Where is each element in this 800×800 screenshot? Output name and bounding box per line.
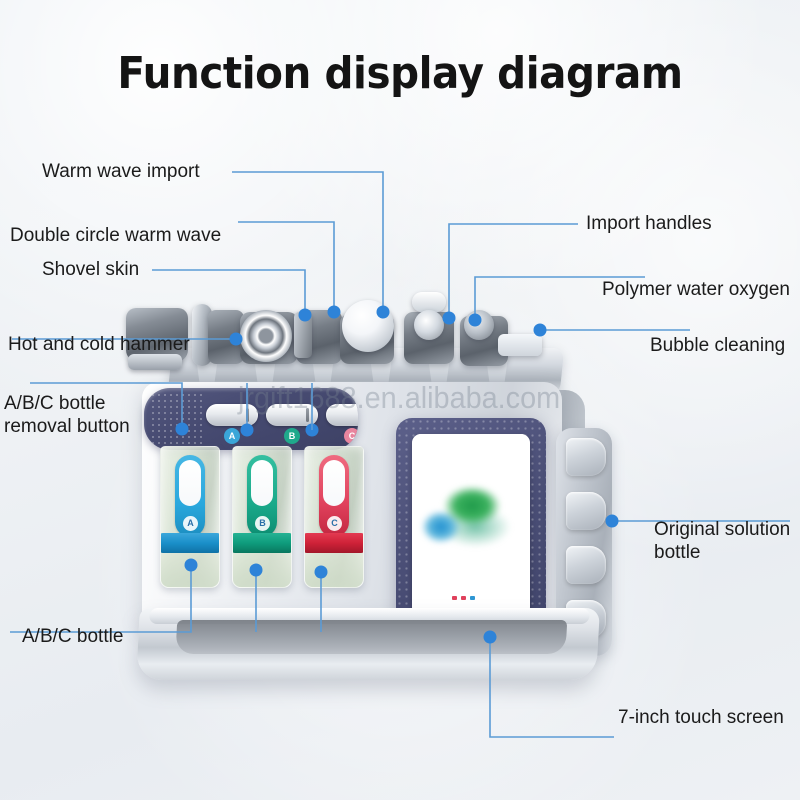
rack-slot[interactable] [566,492,606,530]
bottle-badge-c: C [327,516,342,531]
callout-label-seven-inch-touch-screen: 7-inch touch screen [618,707,784,728]
bottle-removal-button-c[interactable] [326,404,358,426]
rack-slot[interactable] [566,438,606,476]
bottle-liquid [233,547,291,587]
callout-label-warm-wave-import: Warm wave import [42,161,200,182]
bottle-liquid [305,547,363,587]
device-base-tray [136,608,600,680]
touch-screen-display[interactable] [412,434,530,616]
bottle-label-wave [251,460,273,506]
bottle-liquid [161,547,219,587]
bottle-ring-a [161,533,219,553]
base-recess [175,620,568,654]
callout-label-bubble-cleaning: Bubble cleaning [650,335,786,356]
callout-label-shovel-skin: Shovel skin [42,259,140,280]
bottle-label-c: C [319,455,349,537]
panel-letter-c: C [344,428,358,444]
callout-label-polymer-water-oxygen: Polymer water oxygen [602,279,790,300]
bottle-removal-button-b[interactable] [266,404,318,426]
bottle-ring-b [233,533,291,553]
bottle-label-a: A [175,455,205,537]
bottle-ring-c [305,533,363,553]
bottle-label-b: B [247,455,277,537]
panel-letter-a: A [224,428,240,444]
callout-label-hot-and-cold-hammer: Hot and cold hammer [8,334,190,355]
callout-label-double-circle-warm-wave: Double circle warm wave [10,225,222,246]
callout-label-original-solution-bottle: Original solution bottle [654,519,791,563]
rack-slot[interactable] [566,546,606,584]
solution-bottle-c[interactable]: C [304,446,364,588]
bottle-badge-b: B [255,516,270,531]
bottle-label-wave [179,460,201,506]
bottle-badge-a: A [183,516,198,531]
panel-letter-b: B [284,428,300,444]
callout-label-abc-bottle: A/B/C bottle [22,626,124,647]
panel-dot-texture [150,392,202,448]
bottle-label-wave [323,460,345,506]
solution-bottle-b[interactable]: B [232,446,292,588]
callout-label-abc-bottle-removal-button: A/B/C bottle removal button [4,393,130,437]
page-title: Function display diagram [117,48,683,99]
solution-bottle-a[interactable]: A [160,446,220,588]
device-illustration: A B C A B C [120,270,650,710]
watermark: jrgift1688.en.alibaba.com [238,380,561,415]
callout-label-import-handles: Import handles [586,213,712,234]
screen-indicator-leds [452,596,475,600]
screen-graphic [418,486,522,552]
